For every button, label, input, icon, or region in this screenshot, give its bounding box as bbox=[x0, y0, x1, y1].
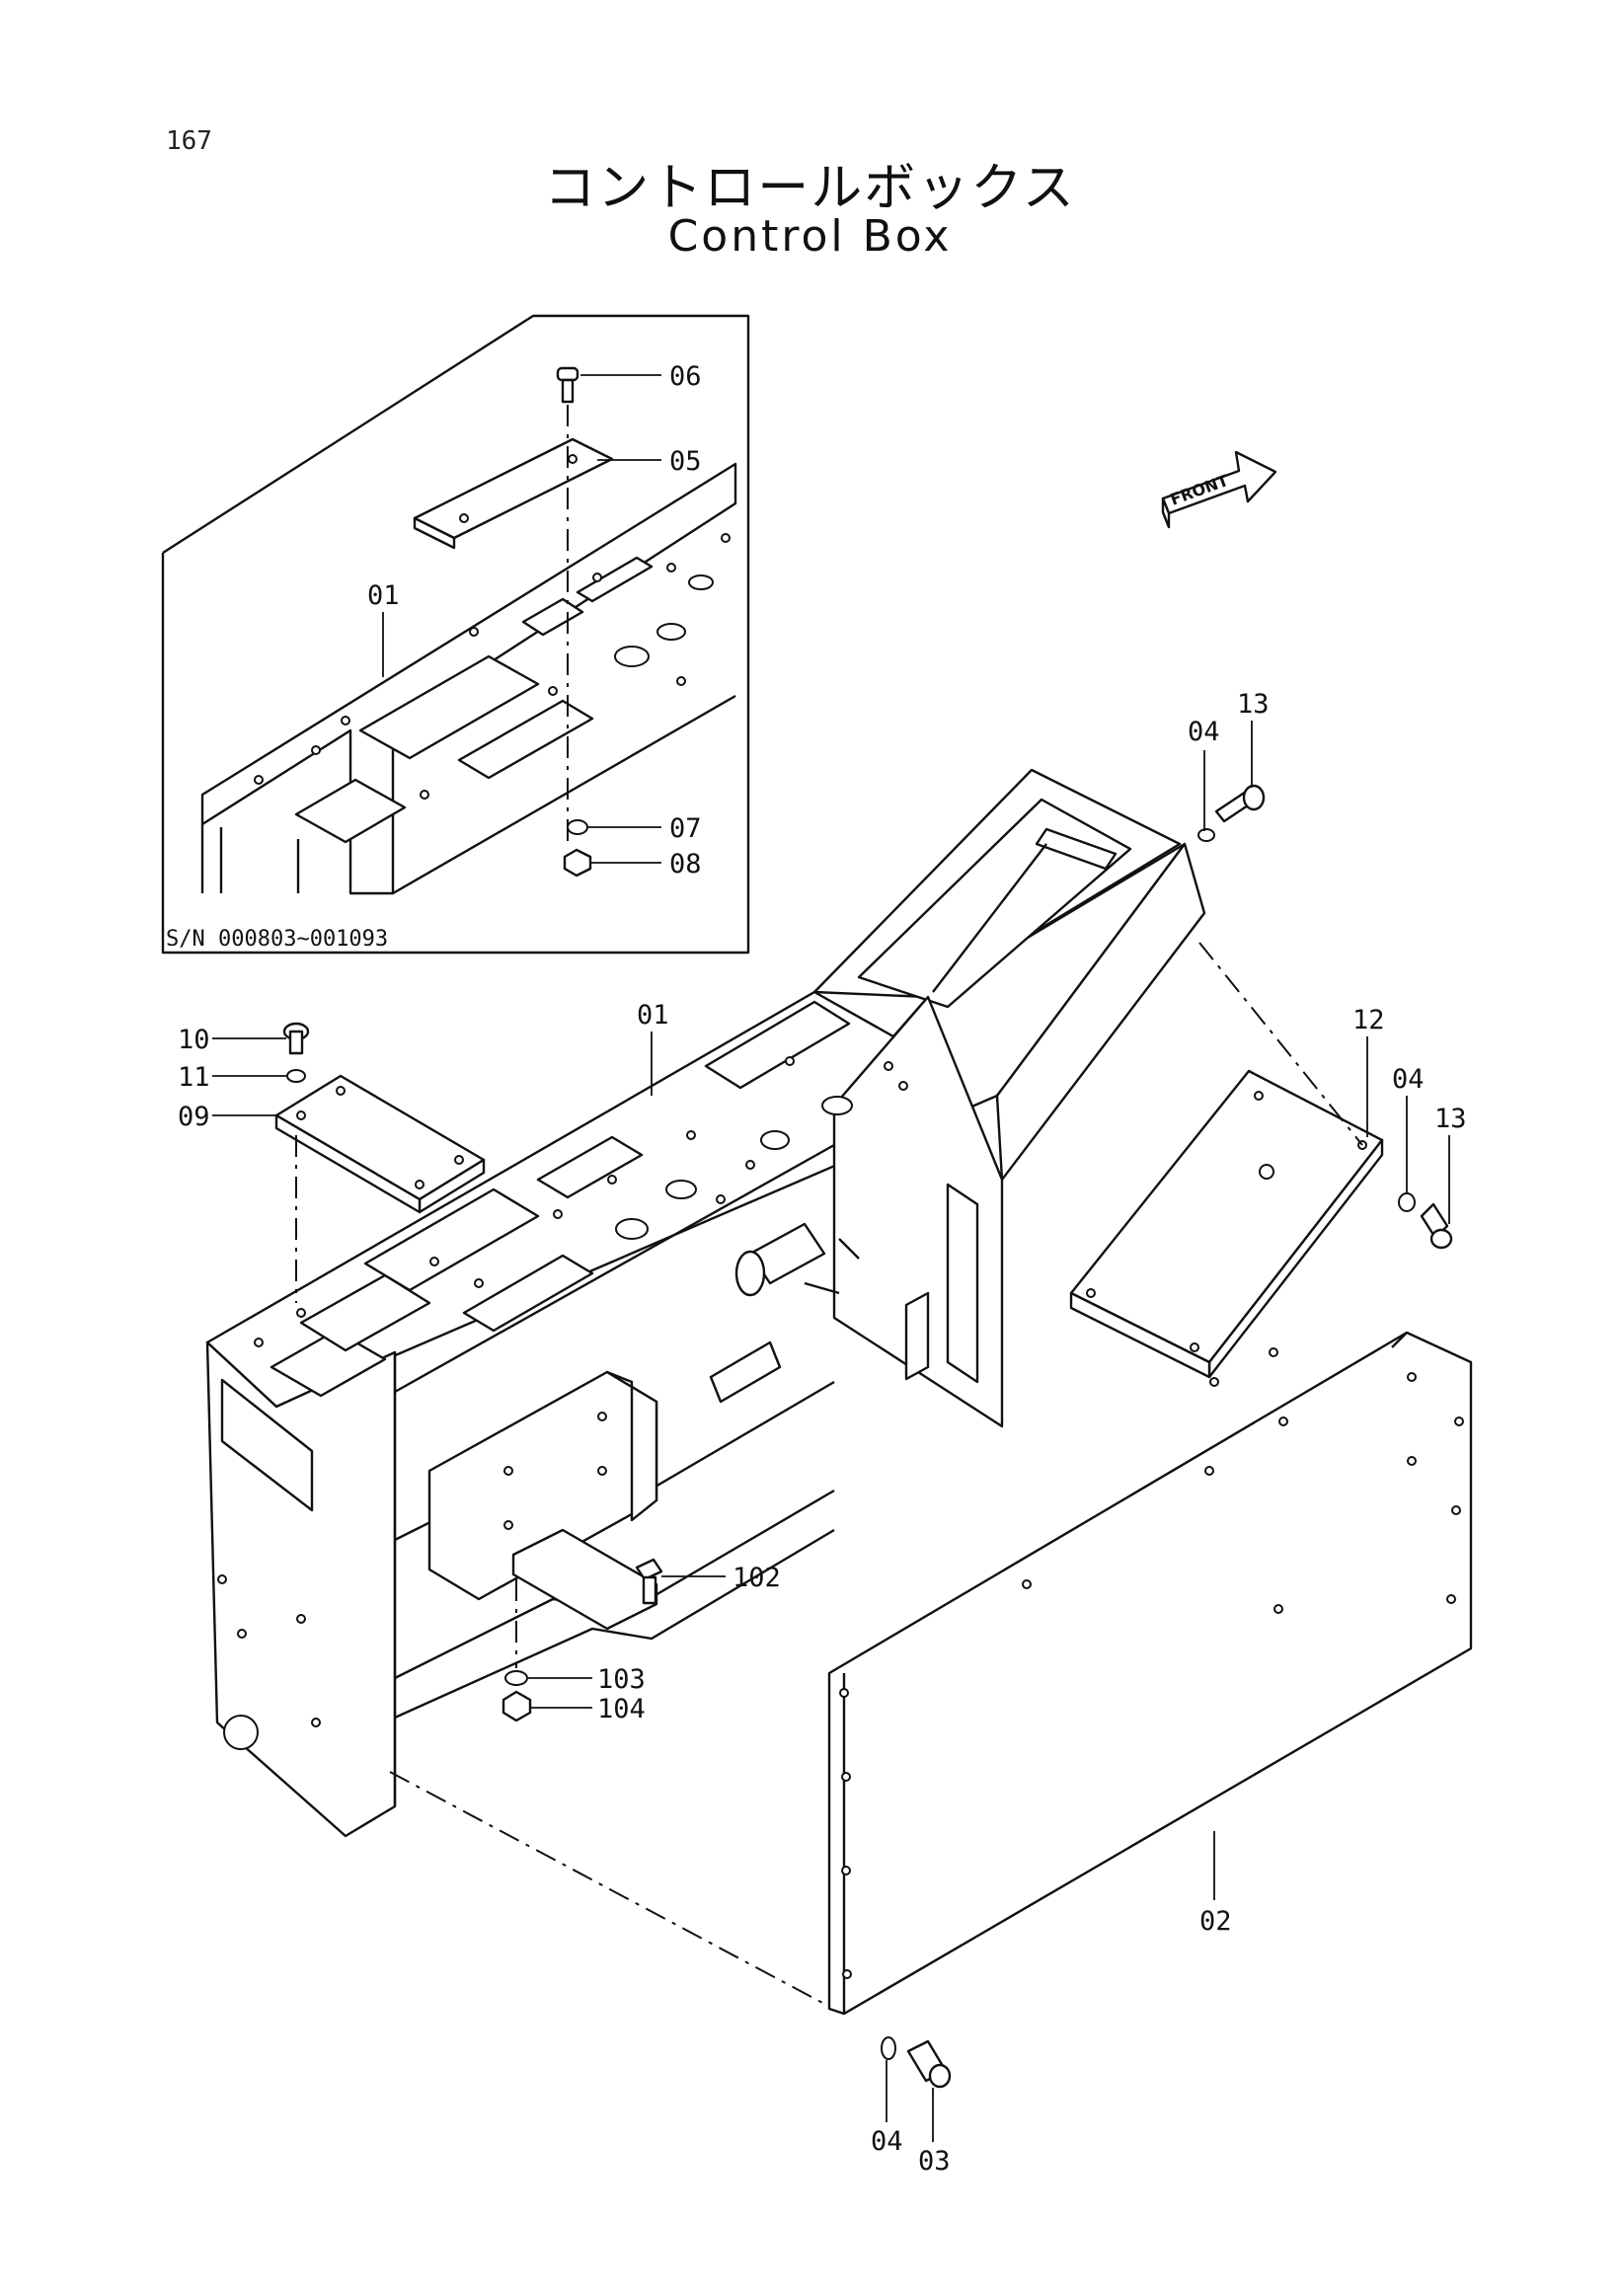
bolt-part-13-top bbox=[1214, 784, 1266, 823]
inset-nut-part-08 bbox=[563, 848, 592, 878]
front-arrow-icon: FRONT bbox=[1161, 450, 1277, 529]
inset-label-05: 05 bbox=[669, 446, 702, 477]
title-english: Control Box bbox=[667, 211, 953, 262]
inset-plate-part-05 bbox=[413, 437, 614, 550]
washer-part-103 bbox=[504, 1670, 528, 1686]
inset-label-01: 01 bbox=[367, 580, 400, 611]
inset-label-08: 08 bbox=[669, 849, 702, 880]
label-10: 10 bbox=[178, 1025, 210, 1055]
page-number: 167 bbox=[166, 126, 212, 156]
label-01: 01 bbox=[637, 1000, 669, 1031]
washer-part-11 bbox=[286, 1069, 306, 1083]
inset-label-07: 07 bbox=[669, 813, 702, 844]
washer-part-04-bottom bbox=[881, 2036, 896, 2060]
label-13-top: 13 bbox=[1237, 689, 1270, 720]
nut-part-104 bbox=[501, 1690, 532, 1722]
inset-washer-part-07 bbox=[567, 819, 588, 835]
side-panel-part-02 bbox=[389, 1331, 1473, 2016]
label-102: 102 bbox=[733, 1563, 781, 1593]
label-02: 02 bbox=[1199, 1906, 1232, 1937]
label-04-bottom: 04 bbox=[871, 2126, 903, 2157]
serial-note: S/N 000803~001093 bbox=[166, 927, 388, 952]
main-frame-part-01 bbox=[205, 768, 1206, 1838]
bolt-part-10 bbox=[282, 1022, 310, 1055]
inset-label-06: 06 bbox=[669, 361, 702, 392]
bolt-part-03 bbox=[906, 2039, 952, 2089]
label-103: 103 bbox=[597, 1664, 646, 1695]
label-04-right: 04 bbox=[1392, 1064, 1425, 1095]
inset-frame-part bbox=[200, 462, 737, 895]
title-japanese: コントロールボックス bbox=[544, 159, 1076, 218]
label-03: 03 bbox=[918, 2146, 951, 2177]
bolt-part-102 bbox=[635, 1558, 663, 1605]
inset-bolt-part-06 bbox=[556, 366, 579, 849]
inset-leaders bbox=[382, 374, 661, 864]
label-12: 12 bbox=[1352, 1005, 1385, 1035]
label-11: 11 bbox=[178, 1062, 210, 1093]
washer-part-04-top bbox=[1197, 828, 1215, 842]
cover-plate-part-12 bbox=[1069, 942, 1384, 1379]
washer-part-04-right bbox=[1398, 1192, 1416, 1212]
leader-lines bbox=[212, 721, 1450, 2142]
cover-plate-part-09 bbox=[274, 1074, 486, 1303]
label-104: 104 bbox=[597, 1694, 646, 1724]
bolt-part-13-right bbox=[1420, 1202, 1453, 1250]
label-13-right: 13 bbox=[1434, 1104, 1467, 1134]
label-09: 09 bbox=[178, 1102, 210, 1132]
inset-panel: S/N 000803~001093 bbox=[161, 314, 750, 955]
label-04-top: 04 bbox=[1188, 717, 1220, 747]
